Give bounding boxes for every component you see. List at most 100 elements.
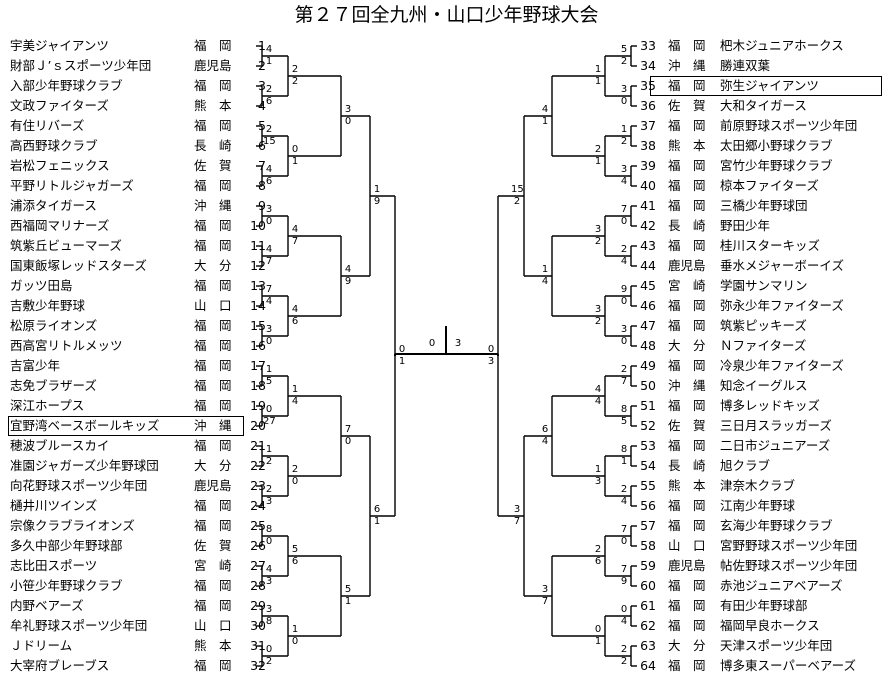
- match-score: 1: [398, 356, 406, 367]
- team-number: 10: [250, 218, 266, 233]
- match-score: 1: [620, 456, 628, 467]
- team-name: 福岡早良ホークス: [720, 618, 820, 633]
- match-score: 4: [291, 396, 299, 407]
- team-number: 44: [640, 258, 656, 273]
- team-number: 50: [640, 378, 656, 393]
- match-score: 3: [265, 604, 273, 615]
- team-prefecture: 福 岡: [668, 78, 706, 93]
- match-score: 15: [511, 184, 524, 195]
- match-score: 0: [291, 144, 299, 155]
- team-number: 45: [640, 278, 656, 293]
- team-prefecture: 福 岡: [194, 38, 232, 53]
- match-score: 4: [594, 396, 602, 407]
- team-name: 天津スポーツ少年団: [720, 638, 833, 653]
- team-number: 12: [250, 258, 266, 273]
- team-prefecture: 福 岡: [194, 438, 232, 453]
- match-score: 2: [620, 644, 628, 655]
- team-name: 垂水メジャーボーイズ: [720, 258, 845, 273]
- match-score: 1: [265, 56, 273, 67]
- team-name: 江南少年野球: [720, 498, 796, 513]
- match-score: 4: [265, 164, 273, 175]
- match-score: 4: [620, 176, 628, 187]
- match-score: 3: [265, 204, 273, 215]
- match-score: 0: [265, 536, 273, 547]
- team-prefecture: 福 岡: [668, 398, 706, 413]
- match-score: 6: [265, 96, 273, 107]
- match-score: 2: [594, 544, 602, 555]
- team-name: 宇美ジャイアンツ: [10, 38, 109, 53]
- team-number: 42: [640, 218, 656, 233]
- team-prefecture: 宮 崎: [194, 558, 232, 573]
- match-score: 0: [344, 116, 352, 127]
- team-name: 杷木ジュニアホークス: [720, 38, 844, 53]
- team-prefecture: 佐 賀: [194, 158, 232, 173]
- team-prefecture: 大 分: [194, 258, 232, 273]
- team-number: 19: [250, 398, 266, 413]
- team-name: 高西野球クラブ: [10, 138, 98, 153]
- team-number: 34: [640, 58, 656, 73]
- team-name: 文政ファイターズ: [10, 98, 109, 113]
- team-name: 弥生ジャイアンツ: [720, 78, 819, 93]
- match-score: 4: [541, 104, 549, 115]
- match-score: 1: [594, 636, 602, 647]
- team-prefecture: 大 分: [668, 338, 706, 353]
- team-number: 58: [640, 538, 656, 553]
- team-number: 18: [250, 378, 266, 393]
- team-number: 56: [640, 498, 656, 513]
- match-score: 0: [620, 216, 628, 227]
- team-number: 20: [250, 418, 266, 433]
- team-prefecture: 福 岡: [668, 318, 706, 333]
- match-score: 6: [291, 556, 299, 567]
- match-score: 7: [344, 424, 352, 435]
- team-name: 勝連双葉: [720, 58, 771, 73]
- team-prefecture: 福 岡: [668, 118, 706, 133]
- team-prefecture: 福 岡: [668, 658, 706, 673]
- match-score: 1: [291, 624, 299, 635]
- match-score: 4: [541, 436, 549, 447]
- team-name: 玄海少年野球クラブ: [720, 518, 833, 533]
- team-name: 有住リバーズ: [10, 118, 85, 133]
- final-score-right: 3: [454, 338, 462, 349]
- team-name: 穂波ブルースカイ: [10, 438, 110, 453]
- match-score: 6: [541, 424, 549, 435]
- team-prefecture: 長 崎: [194, 138, 232, 153]
- team-number: 28: [250, 578, 266, 593]
- team-name: 筑紫丘ビューマーズ: [10, 238, 122, 253]
- match-score: 4: [265, 296, 273, 307]
- team-name: 太田郷小野球クラブ: [720, 138, 833, 153]
- match-score: 3: [265, 576, 273, 587]
- team-prefecture: 山 口: [194, 298, 232, 313]
- team-name: 西高宮リトルメッツ: [10, 338, 123, 353]
- match-score: 6: [291, 316, 299, 327]
- team-number: 51: [640, 398, 656, 413]
- match-score: 8: [265, 616, 273, 627]
- team-number: 29: [250, 598, 266, 613]
- team-prefecture: 福 岡: [668, 618, 706, 633]
- match-score: 3: [541, 584, 549, 595]
- team-prefecture: 大 分: [668, 638, 706, 653]
- team-number: 9: [258, 198, 266, 213]
- match-score: 3: [487, 356, 495, 367]
- team-number: 31: [250, 638, 266, 653]
- match-score: 0: [620, 96, 628, 107]
- match-score: 9: [620, 576, 628, 587]
- team-prefecture: 福 岡: [194, 578, 232, 593]
- match-score: 2: [620, 656, 628, 667]
- team-prefecture: 山 口: [194, 618, 232, 633]
- match-score: 3: [620, 164, 628, 175]
- match-score: 5: [291, 544, 299, 555]
- match-score: 0: [265, 644, 273, 655]
- match-score: 2: [265, 124, 273, 135]
- team-name: 有田少年野球部: [720, 598, 808, 613]
- team-number: 57: [640, 518, 656, 533]
- team-prefecture: 福 岡: [668, 38, 706, 53]
- team-number: 39: [640, 158, 656, 173]
- match-score: 7: [541, 596, 549, 607]
- match-score: 4: [265, 44, 273, 55]
- team-number: 5: [258, 118, 266, 133]
- match-score: 2: [594, 236, 602, 247]
- team-name: 旭クラブ: [720, 458, 771, 473]
- final-score-left: 0: [428, 338, 436, 349]
- team-number: 4: [258, 98, 266, 113]
- team-name: 浦添タイガース: [10, 198, 97, 213]
